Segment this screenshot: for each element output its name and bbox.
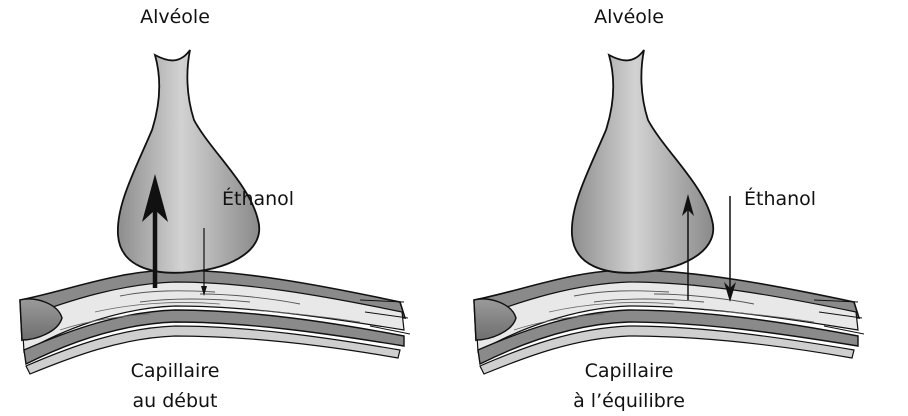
ethanol-label: Éthanol — [222, 188, 294, 210]
alveole-label: Alvéole — [529, 6, 729, 28]
capillaire-line1: Capillaire — [75, 356, 275, 386]
panel-equilibrium: Alvéole Éthanol Capillaire à l’équilibre — [454, 0, 908, 414]
alveole-label: Alvéole — [75, 6, 275, 28]
down-arrow — [724, 196, 736, 302]
panel-initial: Alvéole Éthanol Capillaire au début — [0, 0, 454, 414]
capillaire-line1: Capillaire — [529, 356, 729, 386]
diagram-equilibrium — [454, 0, 908, 414]
alveolus-shape — [572, 50, 713, 273]
capillaire-label: Capillaire au début — [75, 356, 275, 416]
alveolus-shape — [118, 50, 259, 273]
capillaire-line2: à l’équilibre — [529, 386, 729, 416]
ethanol-label: Éthanol — [744, 188, 816, 210]
capillaire-label: Capillaire à l’équilibre — [529, 356, 729, 416]
capillaire-line2: au début — [75, 386, 275, 416]
